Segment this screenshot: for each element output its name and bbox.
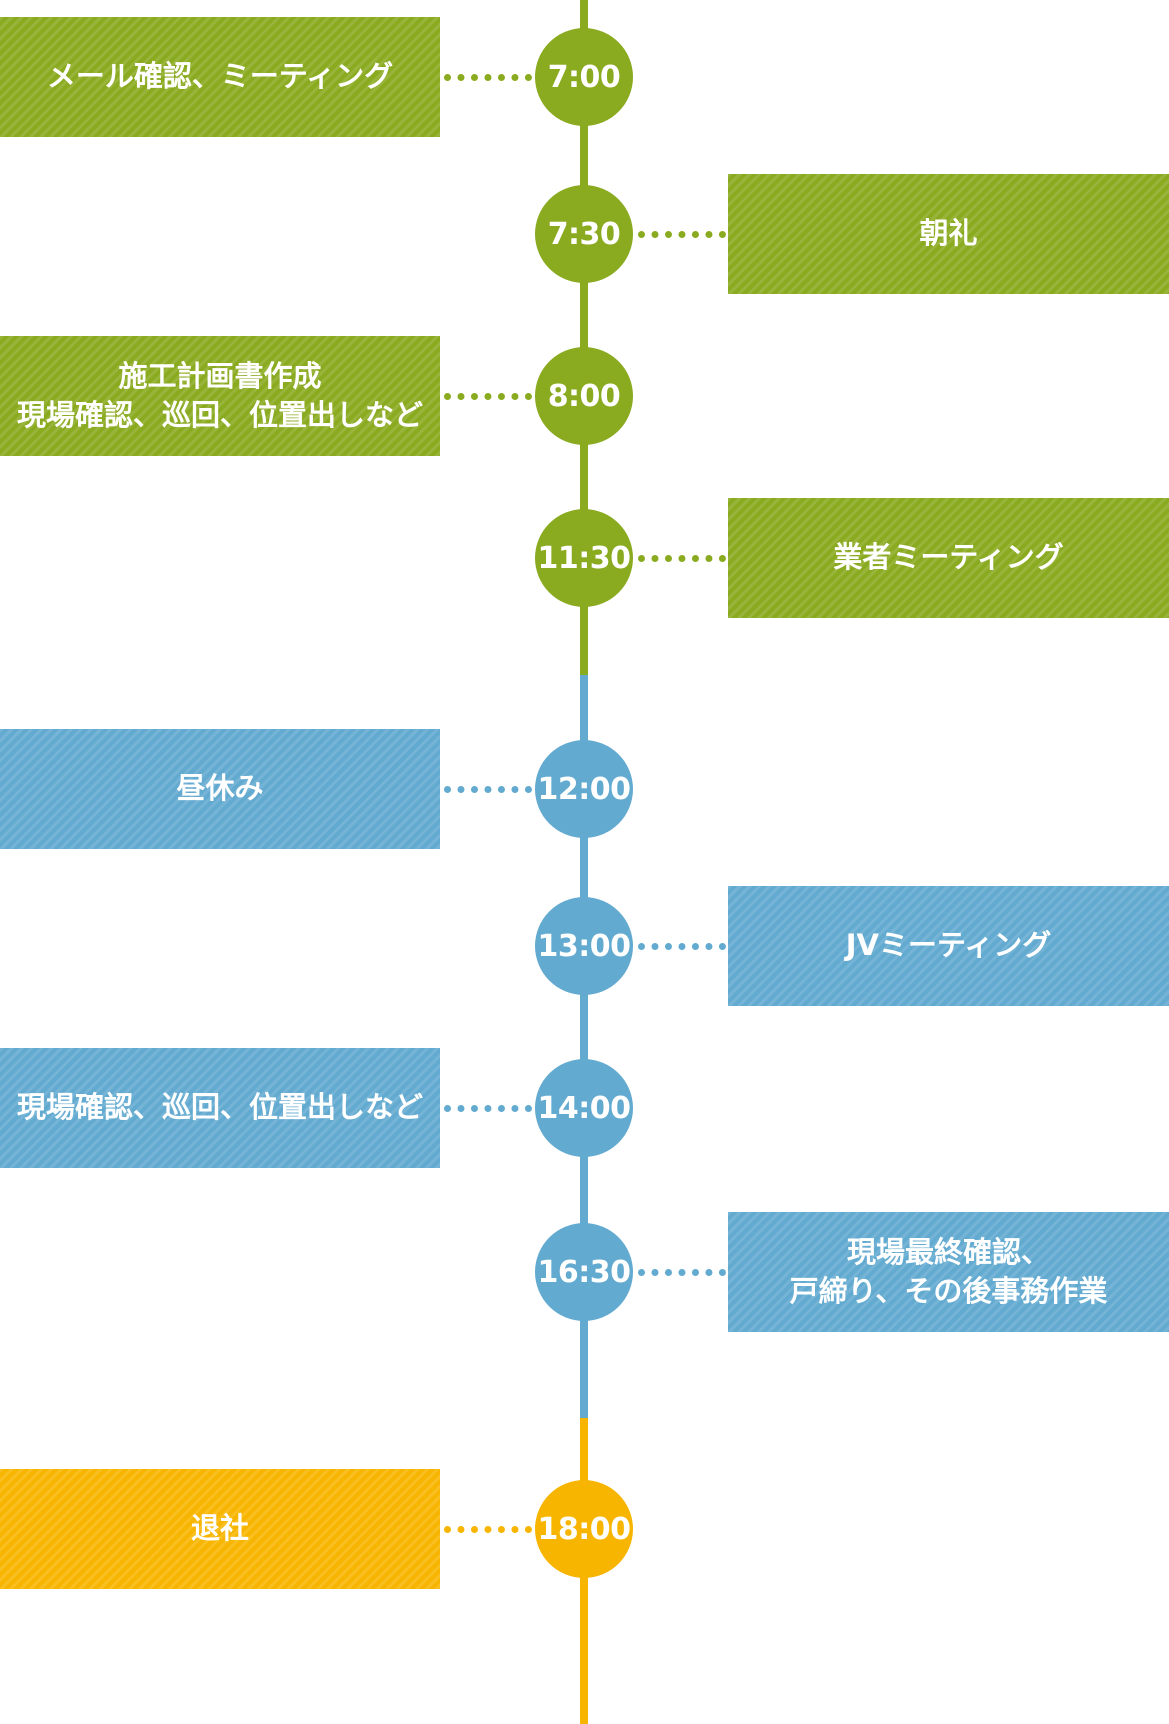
event-box: 現場確認、巡回、位置出しなど [0, 1048, 440, 1168]
connector-dots [444, 393, 532, 400]
event-box: 朝礼 [728, 174, 1169, 294]
time-circle: 13:00 [535, 897, 633, 995]
time-circle: 7:30 [535, 185, 633, 283]
event-box: メール確認、ミーティング [0, 17, 440, 137]
time-circle: 18:00 [535, 1480, 633, 1578]
timeline-line-morning [580, 0, 588, 675]
connector-dots [444, 1526, 532, 1533]
connector-dots [444, 74, 532, 81]
time-circle: 8:00 [535, 347, 633, 445]
time-circle: 12:00 [535, 740, 633, 838]
time-circle: 14:00 [535, 1059, 633, 1157]
event-box: 昼休み [0, 729, 440, 849]
time-circle: 7:00 [535, 28, 633, 126]
time-circle: 11:30 [535, 509, 633, 607]
connector-dots [444, 786, 532, 793]
connector-dots [638, 1269, 726, 1276]
time-circle: 16:30 [535, 1223, 633, 1321]
event-box: 施工計画書作成 現場確認、巡回、位置出しなど [0, 336, 440, 456]
connector-dots [444, 1105, 532, 1112]
event-box: 業者ミーティング [728, 498, 1169, 618]
event-box: 現場最終確認、 戸締り、その後事務作業 [728, 1212, 1169, 1332]
event-box: JVミーティング [728, 886, 1169, 1006]
event-box: 退社 [0, 1469, 440, 1589]
timeline-line-afternoon [580, 675, 588, 1418]
connector-dots [638, 943, 726, 950]
connector-dots [638, 231, 726, 238]
connector-dots [638, 555, 726, 562]
